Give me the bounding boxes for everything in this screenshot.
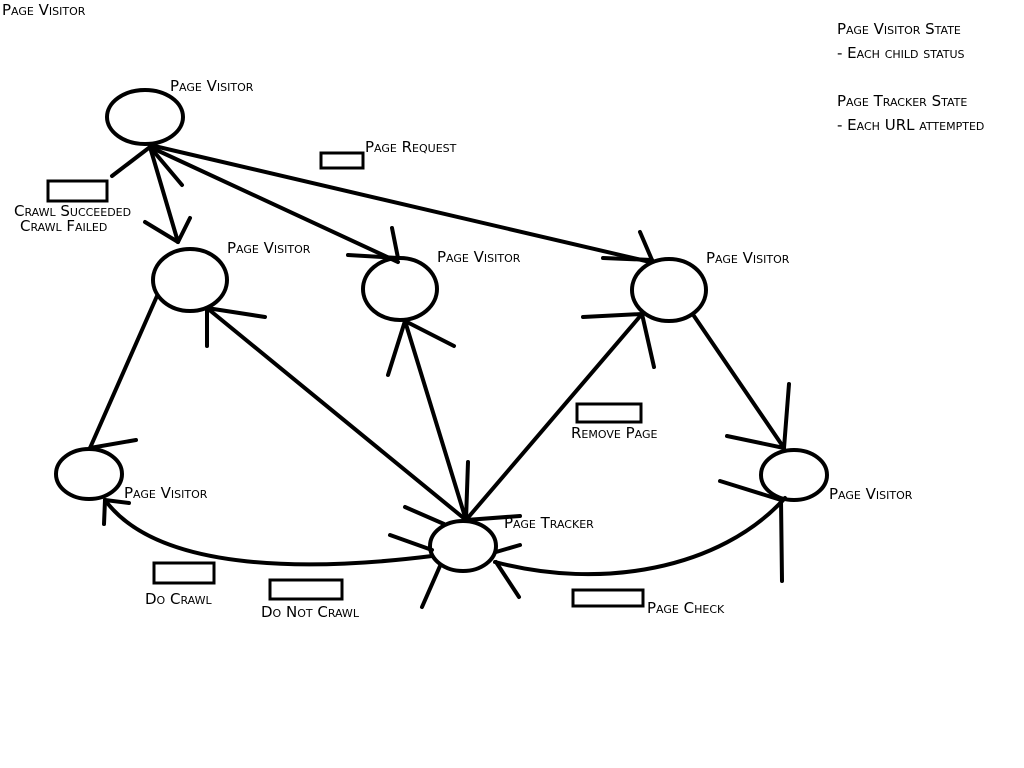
note-url-attempted: - Each URL attempted <box>837 116 984 134</box>
label-page-request: Page Request <box>365 138 457 156</box>
label-do-crawl: Do Crawl <box>145 590 212 608</box>
node-child-left-page-visitor <box>151 247 229 313</box>
label-remove-page: Remove Page <box>571 424 657 442</box>
note-visitor-state: Page Visitor State <box>837 20 961 38</box>
node-bottom-right-page-visitor <box>759 448 829 502</box>
label-bottom-left-page-visitor: Page Visitor <box>124 484 208 502</box>
edge-root-child-right <box>148 143 652 264</box>
label-page-tracker: Page Tracker <box>504 514 594 532</box>
edge-tracker-child-middle <box>403 319 468 522</box>
edge-tracker-child-right <box>464 312 644 522</box>
node-root-page-visitor <box>105 88 185 146</box>
label-crawl-failed: Crawl Failed <box>20 217 107 235</box>
edge-root-child-left <box>148 145 180 244</box>
label-do-not-crawl: Do Not Crawl <box>261 603 360 621</box>
node-page-tracker <box>428 519 498 573</box>
message-box-page-request <box>319 151 365 170</box>
label-root-page-visitor: Page Visitor <box>170 77 254 95</box>
node-child-middle-page-visitor <box>361 256 439 322</box>
label-child-right-page-visitor: Page Visitor <box>706 249 790 267</box>
edge-bottom-right-tracker <box>493 496 787 577</box>
note-child-status: - Each child status <box>837 44 965 62</box>
edge-child-left-bottom-left <box>88 294 159 450</box>
node-bottom-left-page-visitor <box>54 447 124 501</box>
message-box-crawl-status <box>46 179 109 203</box>
edge-child-right-bottom-right <box>692 314 786 450</box>
message-box-remove-page <box>575 402 643 424</box>
diagram-title: Page Visitor <box>2 1 86 19</box>
label-child-middle-page-visitor: Page Visitor <box>437 248 521 266</box>
node-child-right-page-visitor <box>630 257 708 323</box>
label-child-left-page-visitor: Page Visitor <box>227 239 311 257</box>
message-box-do-crawl <box>152 561 216 585</box>
edge-tracker-bottom-left <box>103 498 434 567</box>
label-page-check: Page Check <box>647 599 725 617</box>
connections <box>88 143 787 577</box>
message-box-do-not-crawl <box>268 578 344 601</box>
edge-tracker-child-left <box>205 306 468 522</box>
label-crawl-succeeded: Crawl Succeeded <box>14 202 131 220</box>
note-tracker-state: Page Tracker State <box>837 92 967 110</box>
edge-root-child-middle <box>148 145 400 264</box>
label-bottom-right-page-visitor: Page Visitor <box>829 485 913 503</box>
arrowheads <box>88 145 791 609</box>
message-box-page-check <box>571 588 645 608</box>
